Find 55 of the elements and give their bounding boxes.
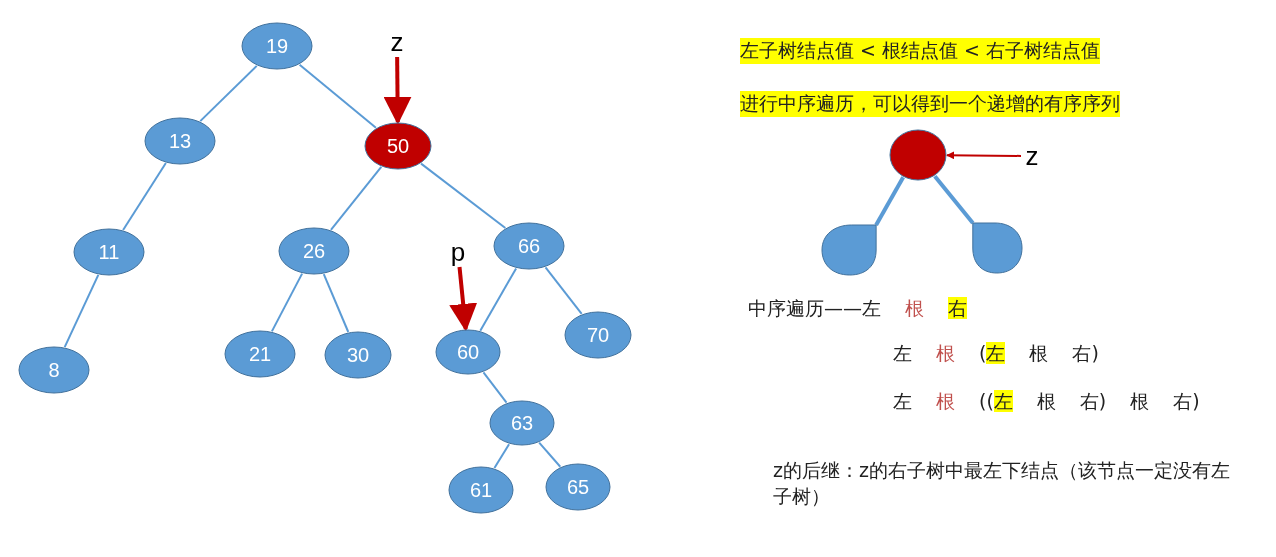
- node-value: 70: [586, 323, 610, 347]
- node-value: 30: [346, 343, 370, 367]
- node-value: 11: [98, 240, 120, 264]
- node-value: 8: [48, 358, 60, 382]
- node-value: 19: [265, 34, 289, 58]
- tree-edge: [493, 443, 511, 470]
- node-value: 63: [510, 411, 534, 435]
- tree-edge: [329, 165, 383, 231]
- tree-node: [144, 117, 216, 165]
- node-value: 66: [517, 234, 541, 258]
- traversal-sequence: 中序遍历——左 根 右: [748, 296, 967, 321]
- pointer-label: z: [390, 26, 404, 58]
- tree-edge: [479, 267, 518, 332]
- tree-edge: [544, 266, 583, 315]
- successor-note: z的后继：z的右子树中最左下结点（该节点一定没有左子树）: [773, 458, 1231, 509]
- tree-node: [493, 222, 565, 270]
- tree-node: [73, 228, 145, 276]
- root-node-circle: [889, 129, 947, 181]
- node-value: 61: [469, 478, 493, 502]
- pointer-label: z: [1025, 140, 1039, 172]
- tree-node: [278, 227, 350, 275]
- tree-node: [489, 400, 555, 446]
- tree-edge: [322, 273, 350, 333]
- tree-edge: [420, 162, 507, 229]
- pointer-arrow: [449, 266, 478, 332]
- node-value: 50: [386, 134, 410, 158]
- tree-node: [18, 346, 90, 394]
- tree-node: [545, 463, 611, 511]
- tree-node: [324, 331, 392, 379]
- tree-edge: [538, 441, 562, 468]
- node-value: 65: [566, 475, 590, 499]
- tree-node: [241, 22, 313, 70]
- node-value: 60: [456, 340, 480, 364]
- tree-edge: [199, 64, 258, 123]
- tree-edge: [63, 273, 100, 349]
- node-value: 21: [248, 342, 272, 366]
- tree-node: [448, 466, 514, 514]
- tree-edge: [482, 371, 508, 404]
- pointer-arrow: [383, 56, 412, 125]
- tree-edge: [270, 272, 304, 333]
- highlighted-note: 进行中序遍历，可以得到一个递增的有序序列: [740, 91, 1120, 117]
- tree-node: [435, 329, 501, 375]
- pointer-label: p: [450, 236, 466, 268]
- pointer-arrow: [946, 151, 1022, 160]
- tree-node: [224, 330, 296, 378]
- node-value: 26: [302, 239, 326, 263]
- tree-edge: [933, 174, 975, 225]
- tree-node: [364, 122, 432, 170]
- tree-edge: [874, 176, 905, 226]
- highlighted-note: 左子树结点值 < 根结点值 < 右子树结点值: [740, 38, 1100, 64]
- node-value: 13: [168, 129, 192, 153]
- tree-node: [564, 311, 632, 359]
- tree-edge: [122, 162, 167, 231]
- traversal-sequence: 左 根 ((左 根 右) 根 右): [893, 389, 1200, 414]
- tree-edge: [298, 63, 377, 129]
